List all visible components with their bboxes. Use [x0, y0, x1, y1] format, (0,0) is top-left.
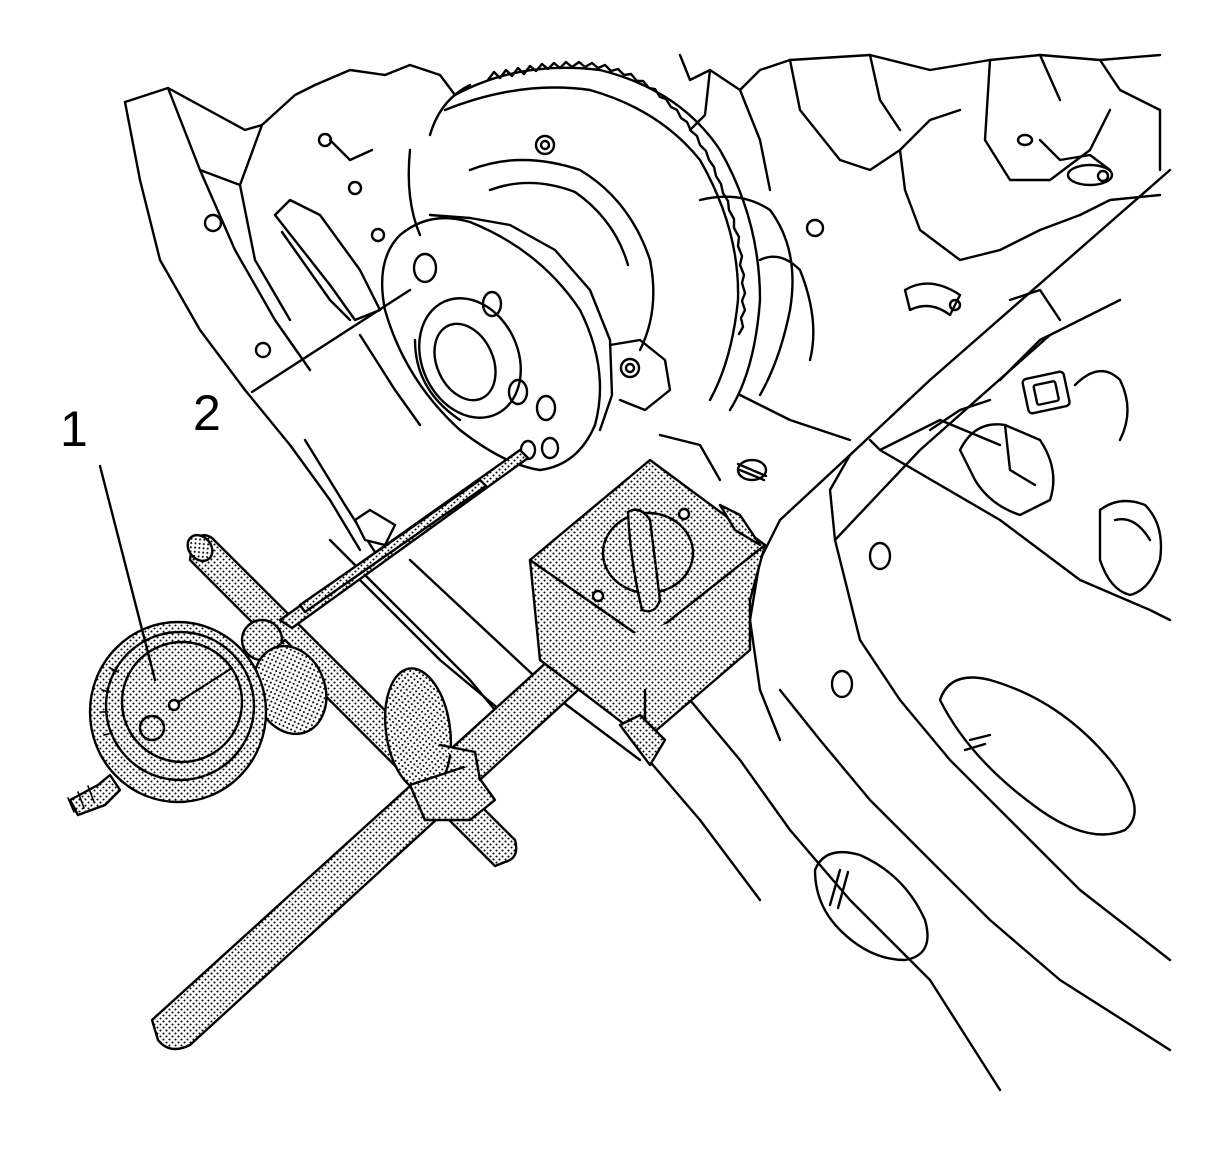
flywheel: [407, 60, 762, 412]
flywheel-hub: [380, 213, 614, 472]
callout-label-flywheel-hub: 2: [193, 385, 221, 441]
leader-line-1: [98, 464, 157, 682]
engine-block-casting: [123, 63, 457, 562]
dial-indicator: [67, 620, 268, 817]
magnetic-base: [353, 458, 767, 767]
dial-indicator-assembly: [150, 448, 602, 1051]
engine-block-lower: [638, 168, 1172, 1092]
leader-line-2: [250, 288, 412, 394]
callout-label-dial-indicator: 1: [60, 401, 88, 457]
crankshaft-journal: [608, 195, 852, 482]
crankcase-upper: [678, 53, 1162, 317]
